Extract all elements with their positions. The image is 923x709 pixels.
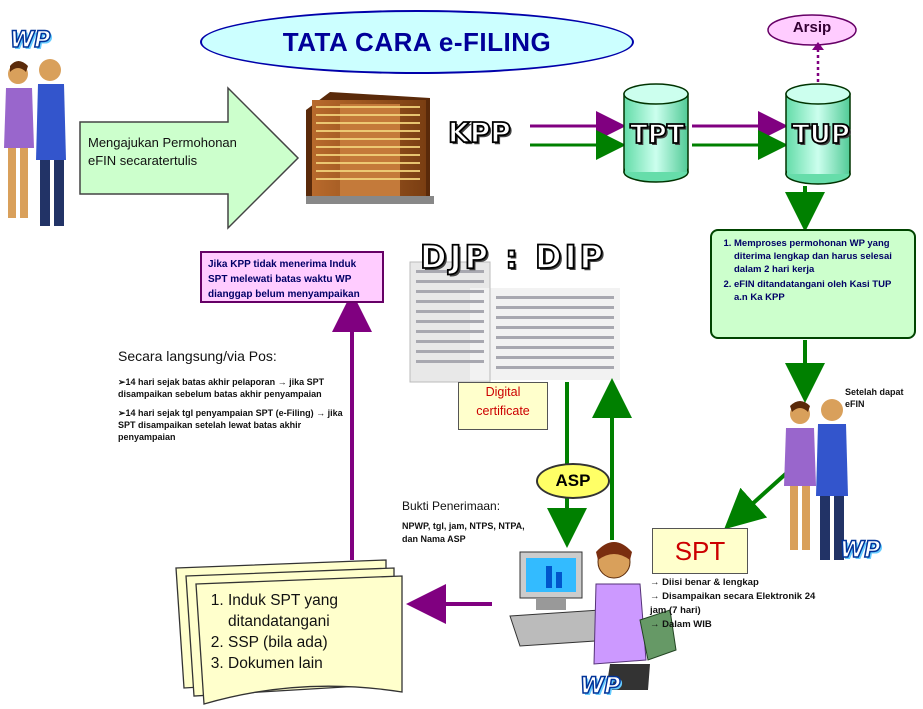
filing-note-2: → Disampaikan secara Elektronik 24 jam (…	[650, 591, 816, 616]
wp-label-bottom: WP	[579, 673, 621, 700]
wp-label-right: WP	[839, 537, 881, 564]
direct-section-notes: ➢14 hari sejak batas akhir pelaporan → j…	[118, 376, 350, 450]
filing-note-1: → Diisi benar & lengkap	[650, 577, 759, 588]
digital-cert-line1: Digital	[485, 385, 521, 399]
kpp-building-icon	[306, 92, 434, 204]
wp-spt-arrow	[724, 468, 792, 530]
digital-certificate-card: Digital certificate	[458, 382, 548, 430]
wp-persons-right-icon	[784, 399, 848, 560]
doc-item-1-line2: ditandatangani	[228, 613, 330, 630]
page-title: TATA CARA e-FILING	[200, 10, 634, 74]
spt-card: SPT	[652, 528, 748, 574]
kpp-label: KPP	[447, 115, 512, 150]
doc-item-3: Dokumen lain	[228, 653, 338, 674]
tup-process-item-2: eFIN ditandatangani oleh Kasi TUP a.n Ka…	[734, 278, 906, 304]
receipt-title: Bukti Penerimaan:	[402, 499, 501, 513]
direct-note-2: ➢14 hari sejak tgl penyampaian SPT (e-Fi…	[118, 408, 343, 442]
tpt-label: TPT	[629, 119, 685, 151]
tup-label: TUP	[791, 119, 851, 151]
doc-item-2: SSP (bila ada)	[228, 632, 338, 653]
asp-oval: ASP	[536, 463, 610, 499]
doc-item-1-line1: Induk SPT yang	[228, 592, 339, 609]
setelah-efin-note: Setelah dapat eFIN	[845, 387, 904, 409]
wp-label-top: WP	[9, 27, 51, 54]
computer-user-icon	[509, 542, 677, 690]
direct-note-1: ➢14 hari sejak batas akhir pelaporan → j…	[118, 377, 325, 399]
request-arrow-shape	[79, 86, 300, 230]
djp-label: DJP : DIP	[419, 237, 606, 277]
filing-notes: → Diisi benar & lengkap → Disampaikan se…	[650, 576, 818, 632]
request-arrow-text: Mengajukan Permohonan eFIN secaratertuli…	[88, 134, 237, 170]
tup-process-box: Memproses permohonan WP yang diterima le…	[710, 229, 916, 339]
request-arrow-line2: eFIN secaratertulis	[88, 153, 198, 168]
digital-cert-line2: certificate	[476, 404, 530, 418]
tup-process-item-1: Memproses permohonan WP yang diterima le…	[734, 237, 906, 276]
late-submission-note: Jika KPP tidak menerima Induk SPT melewa…	[200, 251, 384, 303]
doc-item-1: Induk SPT yang ditandatangani	[228, 590, 338, 632]
document-list: Induk SPT yang ditandatangani SSP (bila …	[200, 590, 338, 674]
tup-cylinder-icon	[785, 83, 851, 185]
filing-note-3: → Dalam WIB	[650, 619, 712, 630]
receipt-details: NPWP, tgl, jam, NTPS, NTPA, dan Nama ASP	[402, 521, 525, 544]
arsip-label: Arsip	[792, 19, 832, 36]
request-arrow-line1: Mengajukan Permohonan	[88, 135, 237, 150]
documents-stack-icon	[175, 559, 403, 705]
wp-persons-top-icon	[4, 59, 66, 226]
tpt-cylinder-icon	[623, 83, 689, 183]
direct-section-title: Secara langsung/via Pos:	[118, 348, 277, 364]
djp-building-icon	[409, 261, 620, 383]
arsip-oval	[767, 14, 857, 46]
